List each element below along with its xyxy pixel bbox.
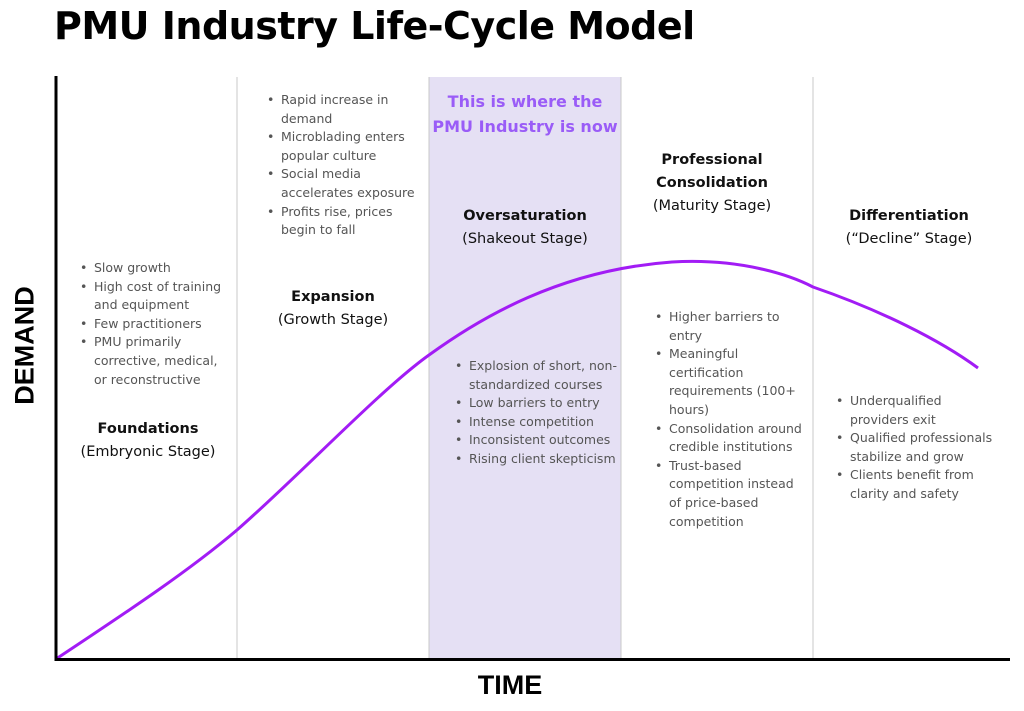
x-axis-label: TIME [477, 670, 543, 700]
demand-curve [55, 259, 979, 661]
list-item: Rapid increase in demand [267, 91, 421, 128]
list-item: Qualified professionals stabilize and gr… [836, 429, 1000, 466]
stage-differentiation-bullets: Underqualified providers exit Qualified … [836, 392, 1000, 504]
stage-type: (Shakeout Stage) [462, 231, 588, 247]
list-item: Intense competition [455, 413, 619, 432]
stage-foundations: Foundations (Embryonic Stage) [56, 418, 240, 464]
stage-type: (“Decline” Stage) [845, 231, 973, 247]
stage-name: Expansion [291, 289, 375, 305]
stage-type: (Maturity Stage) [652, 198, 772, 214]
list-item: Trust-based competition instead of price… [655, 457, 804, 531]
list-item: Meaningful certification requirements (1… [655, 345, 804, 419]
list-item: Low barriers to entry [455, 394, 619, 413]
list-item: Clients benefit from clarity and safety [836, 466, 1000, 503]
list-item: Profits rise, prices begin to fall [267, 203, 421, 240]
stage-name: Foundations [97, 421, 199, 437]
stage-name: Professional Consolidation [656, 152, 768, 191]
list-item: PMU primarily corrective, medical, or re… [80, 333, 234, 389]
list-item: High cost of training and equipment [80, 278, 234, 315]
list-item: Few practitioners [80, 315, 234, 334]
stage-oversaturation-bullets: Explosion of short, non-standardized cou… [455, 357, 619, 469]
list-item: Social media accelerates exposure [267, 165, 421, 202]
stage-professional-consolidation-bullets: Higher barriers to entry Meaningful cert… [655, 308, 804, 531]
list-item: Slow growth [80, 259, 234, 278]
list-item: Inconsistent outcomes [455, 431, 619, 450]
stage-expansion-bullets: Rapid increase in demand Microblading en… [267, 91, 421, 240]
list-item: Microblading enters popular culture [267, 128, 421, 165]
stage-foundations-bullets: Slow growth High cost of training and eq… [80, 259, 234, 389]
stage-professional-consolidation: Professional Consolidation (Maturity Sta… [636, 149, 788, 218]
list-item: Higher barriers to entry [655, 308, 804, 345]
stage-oversaturation: Oversaturation (Shakeout Stage) [429, 205, 621, 251]
page-title: PMU Industry Life-Cycle Model [54, 4, 695, 48]
stage-type: (Embryonic Stage) [80, 444, 216, 460]
stage-expansion: Expansion (Growth Stage) [237, 286, 429, 332]
list-item: Rising client skepticism [455, 450, 619, 469]
stage-name: Differentiation [849, 208, 969, 224]
list-item: Explosion of short, non-standardized cou… [455, 357, 619, 394]
stage-name: Oversaturation [463, 208, 587, 224]
list-item: Consolidation around credible institutio… [655, 420, 804, 457]
current-stage-note: This is where the PMU Industry is now [432, 92, 618, 136]
stage-type: (Growth Stage) [277, 312, 389, 328]
y-axis-label: DEMAND [9, 286, 40, 405]
list-item: Underqualified providers exit [836, 392, 1000, 429]
stage-differentiation: Differentiation (“Decline” Stage) [813, 205, 1005, 251]
